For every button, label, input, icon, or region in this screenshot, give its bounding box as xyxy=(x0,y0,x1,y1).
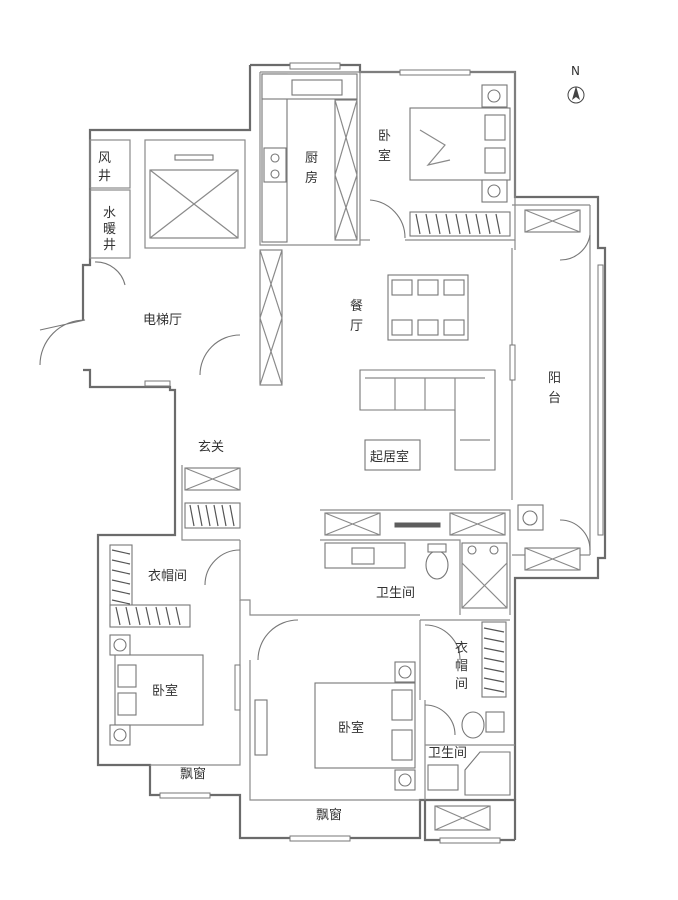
toilet-icon xyxy=(461,711,485,739)
room-labels: 风 井 水 暖 井 电梯厅 厨 房 卧 室 餐 厅 阳 台 玄关 起居室 衣帽间… xyxy=(98,129,561,823)
tv-cabinet xyxy=(324,512,506,536)
label-water-1: 水 xyxy=(103,206,116,221)
right-bathroom-fixtures xyxy=(427,711,511,831)
label-kitchen-1: 厨 xyxy=(305,151,318,166)
label-bedroom-center: 卧室 xyxy=(338,720,364,736)
toilet-icon xyxy=(425,550,449,580)
sofa-icon xyxy=(359,369,496,471)
basin-icon xyxy=(351,547,375,565)
top-bedroom-furniture xyxy=(409,84,511,237)
label-living-room: 起居室 xyxy=(370,449,409,465)
label-water-2: 暖 xyxy=(103,222,116,237)
stove-icon xyxy=(263,147,287,183)
entrance-cabinets xyxy=(184,467,241,529)
storage-cabinet xyxy=(259,249,283,386)
label-dining-1: 餐 xyxy=(350,298,363,314)
label-cloak-right-3: 间 xyxy=(455,677,468,692)
label-kitchen-2: 房 xyxy=(305,170,318,186)
label-elevator-hall: 电梯厅 xyxy=(143,313,182,328)
balcony-fixtures xyxy=(517,209,581,571)
label-water-3: 井 xyxy=(103,238,116,253)
label-bay-window-center: 飘窗 xyxy=(316,807,342,823)
label-bathroom-center: 卫生间 xyxy=(376,586,415,601)
kitchen-fixtures xyxy=(261,73,358,243)
basin-icon xyxy=(427,764,459,791)
tv-icon xyxy=(254,699,268,756)
right-cloakroom-wardrobe xyxy=(481,621,507,698)
label-cloak-right-2: 帽 xyxy=(455,658,468,674)
label-balcony-2: 台 xyxy=(548,391,561,406)
label-top-bedroom-1: 卧 xyxy=(378,129,391,144)
doors xyxy=(39,199,591,736)
label-cloak-right-1: 衣 xyxy=(455,640,468,656)
label-bay-window-left: 飘窗 xyxy=(180,766,206,782)
windows xyxy=(144,62,604,844)
dining-table-icon xyxy=(387,274,469,341)
center-bedroom-furniture xyxy=(254,661,416,791)
shower-icon xyxy=(464,751,511,796)
left-cloakroom-wardrobes xyxy=(109,544,191,628)
label-bathroom-right: 卫生间 xyxy=(428,746,467,761)
label-dining-2: 厅 xyxy=(350,319,363,334)
label-top-bedroom-2: 室 xyxy=(378,148,391,164)
label-entrance: 玄关 xyxy=(198,440,224,455)
label-wind-shaft-2: 井 xyxy=(98,169,111,184)
center-bathroom-fixtures xyxy=(324,542,508,609)
shower-icon xyxy=(461,542,508,609)
sink-icon xyxy=(291,79,343,96)
left-bedroom-furniture xyxy=(109,634,204,746)
label-cloakroom-left: 衣帽间 xyxy=(148,568,187,584)
north-label: N xyxy=(571,64,580,78)
elevator-icon xyxy=(149,154,239,239)
label-wind-shaft-1: 风 xyxy=(98,151,111,166)
north-arrow-icon xyxy=(567,86,585,104)
label-balcony-1: 阳 xyxy=(548,371,561,386)
label-bedroom-left: 卧室 xyxy=(152,683,178,699)
